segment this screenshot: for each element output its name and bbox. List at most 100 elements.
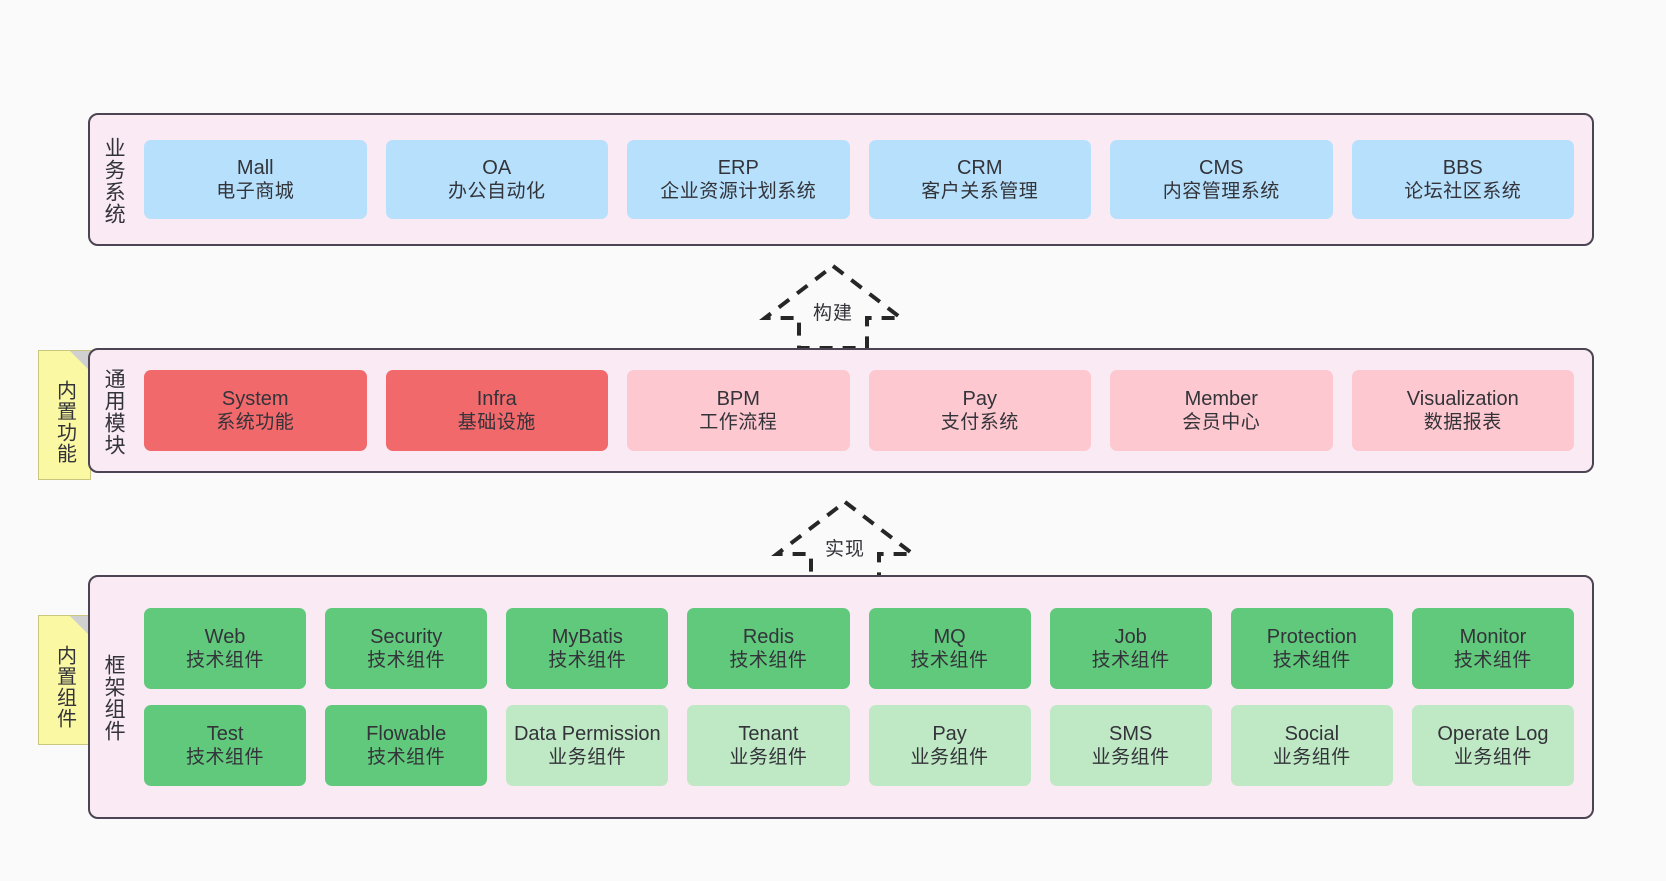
card-social[interactable]: Social 业务组件 [1230, 705, 1393, 786]
card-redis[interactable]: Redis 技术组件 [687, 608, 850, 689]
card-title-en: Pay [932, 722, 967, 745]
card-title-en: Web [204, 625, 246, 648]
card-title-cn: 技术组件 [1453, 650, 1532, 672]
card-title-cn: 技术组件 [186, 747, 265, 769]
card-pay-business[interactable]: Pay 业务组件 [868, 705, 1031, 786]
card-cms[interactable]: CMS 内容管理系统 [1110, 140, 1333, 219]
card-title-cn: 内容管理系统 [1162, 181, 1280, 203]
sticky-fold-corner-icon [70, 616, 90, 636]
card-data-permission[interactable]: Data Permission 业务组件 [506, 705, 669, 786]
card-test[interactable]: Test 技术组件 [144, 705, 307, 786]
card-title-en: Social [1284, 722, 1340, 745]
card-tenant[interactable]: Tenant 业务组件 [687, 705, 850, 786]
card-title-cn: 技术组件 [186, 650, 265, 672]
card-title-cn: 业务组件 [1272, 747, 1351, 769]
card-title-en: Data Permission [513, 722, 661, 745]
sticky-note-builtin-components: 内置组件 [38, 615, 91, 745]
card-title-cn: 基础设施 [457, 412, 536, 434]
layer-body-common: System 系统功能 Infra 基础设施 BPM 工作流程 Pay 支付系统… [136, 350, 1592, 471]
card-title-en: Tenant [738, 722, 799, 745]
card-protection[interactable]: Protection 技术组件 [1230, 608, 1393, 689]
card-title-cn: 系统功能 [216, 412, 295, 434]
card-visualization[interactable]: Visualization 数据报表 [1351, 370, 1574, 451]
card-title-en: MQ [933, 625, 966, 648]
card-job[interactable]: Job 技术组件 [1049, 608, 1212, 689]
sticky-note-builtin-features: 内置功能 [38, 350, 91, 480]
card-row: Mall 电子商城 OA 办公自动化 ERP 企业资源计划系统 CRM 客户关系… [144, 140, 1574, 219]
card-title-en: Protection [1266, 625, 1357, 648]
card-title-en: BBS [1442, 156, 1483, 179]
card-title-cn: 企业资源计划系统 [660, 181, 817, 203]
card-title-en: BPM [716, 387, 760, 410]
card-title-cn: 业务组件 [1453, 747, 1532, 769]
card-title-cn: 会员中心 [1182, 412, 1261, 434]
card-title-cn: 电子商城 [216, 181, 295, 203]
arrow-label-implement: 实现 [824, 539, 865, 560]
card-title-cn: 技术组件 [548, 650, 627, 672]
card-title-en: Member [1184, 387, 1258, 410]
arrow-implement: 实现 [771, 498, 919, 588]
card-title-cn: 业务组件 [729, 747, 808, 769]
card-member[interactable]: Member 会员中心 [1110, 370, 1333, 451]
card-infra[interactable]: Infra 基础设施 [385, 370, 608, 451]
card-system[interactable]: System 系统功能 [144, 370, 367, 451]
card-title-en: Flowable [366, 722, 447, 745]
card-title-cn: 业务组件 [1091, 747, 1170, 769]
card-title-en: Operate Log [1437, 722, 1549, 745]
card-security[interactable]: Security 技术组件 [325, 608, 488, 689]
card-flowable[interactable]: Flowable 技术组件 [325, 705, 488, 786]
card-title-cn: 技术组件 [910, 650, 989, 672]
card-title-cn: 技术组件 [1091, 650, 1170, 672]
card-title-en: Pay [962, 387, 997, 410]
card-bbs[interactable]: BBS 论坛社区系统 [1351, 140, 1574, 219]
card-row: Test 技术组件 Flowable 技术组件 Data Permission … [144, 705, 1574, 786]
layer-common-modules: 通用模块 System 系统功能 Infra 基础设施 BPM 工作流程 Pay… [88, 348, 1594, 473]
card-pay[interactable]: Pay 支付系统 [868, 370, 1091, 451]
card-title-cn: 数据报表 [1423, 412, 1502, 434]
card-bpm[interactable]: BPM 工作流程 [627, 370, 850, 451]
card-title-cn: 技术组件 [367, 747, 446, 769]
card-title-cn: 办公自动化 [447, 181, 546, 203]
sticky-note-label: 内置功能 [53, 380, 76, 464]
layer-title-frame: 框架组件 [102, 654, 126, 742]
card-title-cn: 业务组件 [910, 747, 989, 769]
card-crm[interactable]: CRM 客户关系管理 [868, 140, 1091, 219]
card-title-en: MyBatis [551, 625, 623, 648]
card-title-en: CMS [1199, 156, 1244, 179]
card-title-en: Monitor [1459, 625, 1527, 648]
card-mall[interactable]: Mall 电子商城 [144, 140, 367, 219]
layer-title-business: 业务系统 [102, 136, 126, 225]
card-sms[interactable]: SMS 业务组件 [1049, 705, 1212, 786]
card-monitor[interactable]: Monitor 技术组件 [1411, 608, 1574, 689]
card-title-en: Security [370, 625, 443, 648]
card-row: Web 技术组件 Security 技术组件 MyBatis 技术组件 Redi… [144, 608, 1574, 689]
card-title-en: Test [206, 722, 244, 745]
card-row: System 系统功能 Infra 基础设施 BPM 工作流程 Pay 支付系统… [144, 370, 1574, 451]
card-title-en: OA [482, 156, 512, 179]
card-erp[interactable]: ERP 企业资源计划系统 [627, 140, 850, 219]
card-oa[interactable]: OA 办公自动化 [385, 140, 608, 219]
card-title-en: Visualization [1406, 387, 1519, 410]
sticky-fold-corner-icon [70, 351, 90, 371]
card-title-cn: 技术组件 [1272, 650, 1351, 672]
card-title-cn: 工作流程 [699, 412, 778, 434]
layer-body-frame: Web 技术组件 Security 技术组件 MyBatis 技术组件 Redi… [136, 577, 1592, 817]
layer-title-common: 通用模块 [102, 367, 126, 456]
card-mq[interactable]: MQ 技术组件 [868, 608, 1031, 689]
card-title-en: Redis [742, 625, 794, 648]
card-operate-log[interactable]: Operate Log 业务组件 [1411, 705, 1574, 786]
card-mybatis[interactable]: MyBatis 技术组件 [506, 608, 669, 689]
card-title-en: System [221, 387, 289, 410]
card-title-cn: 业务组件 [548, 747, 627, 769]
layer-body-business: Mall 电子商城 OA 办公自动化 ERP 企业资源计划系统 CRM 客户关系… [136, 115, 1592, 244]
layer-business-systems: 业务系统 Mall 电子商城 OA 办公自动化 ERP 企业资源计划系统 CRM… [88, 113, 1594, 246]
card-web[interactable]: Web 技术组件 [144, 608, 307, 689]
card-title-cn: 支付系统 [940, 412, 1019, 434]
sticky-note-label: 内置组件 [53, 645, 76, 729]
card-title-en: Mall [236, 156, 274, 179]
layer-framework-components: 框架组件 Web 技术组件 Security 技术组件 MyBatis 技术组件… [88, 575, 1594, 819]
card-title-cn: 客户关系管理 [921, 181, 1039, 203]
card-title-en: CRM [956, 156, 1003, 179]
card-title-cn: 技术组件 [367, 650, 446, 672]
